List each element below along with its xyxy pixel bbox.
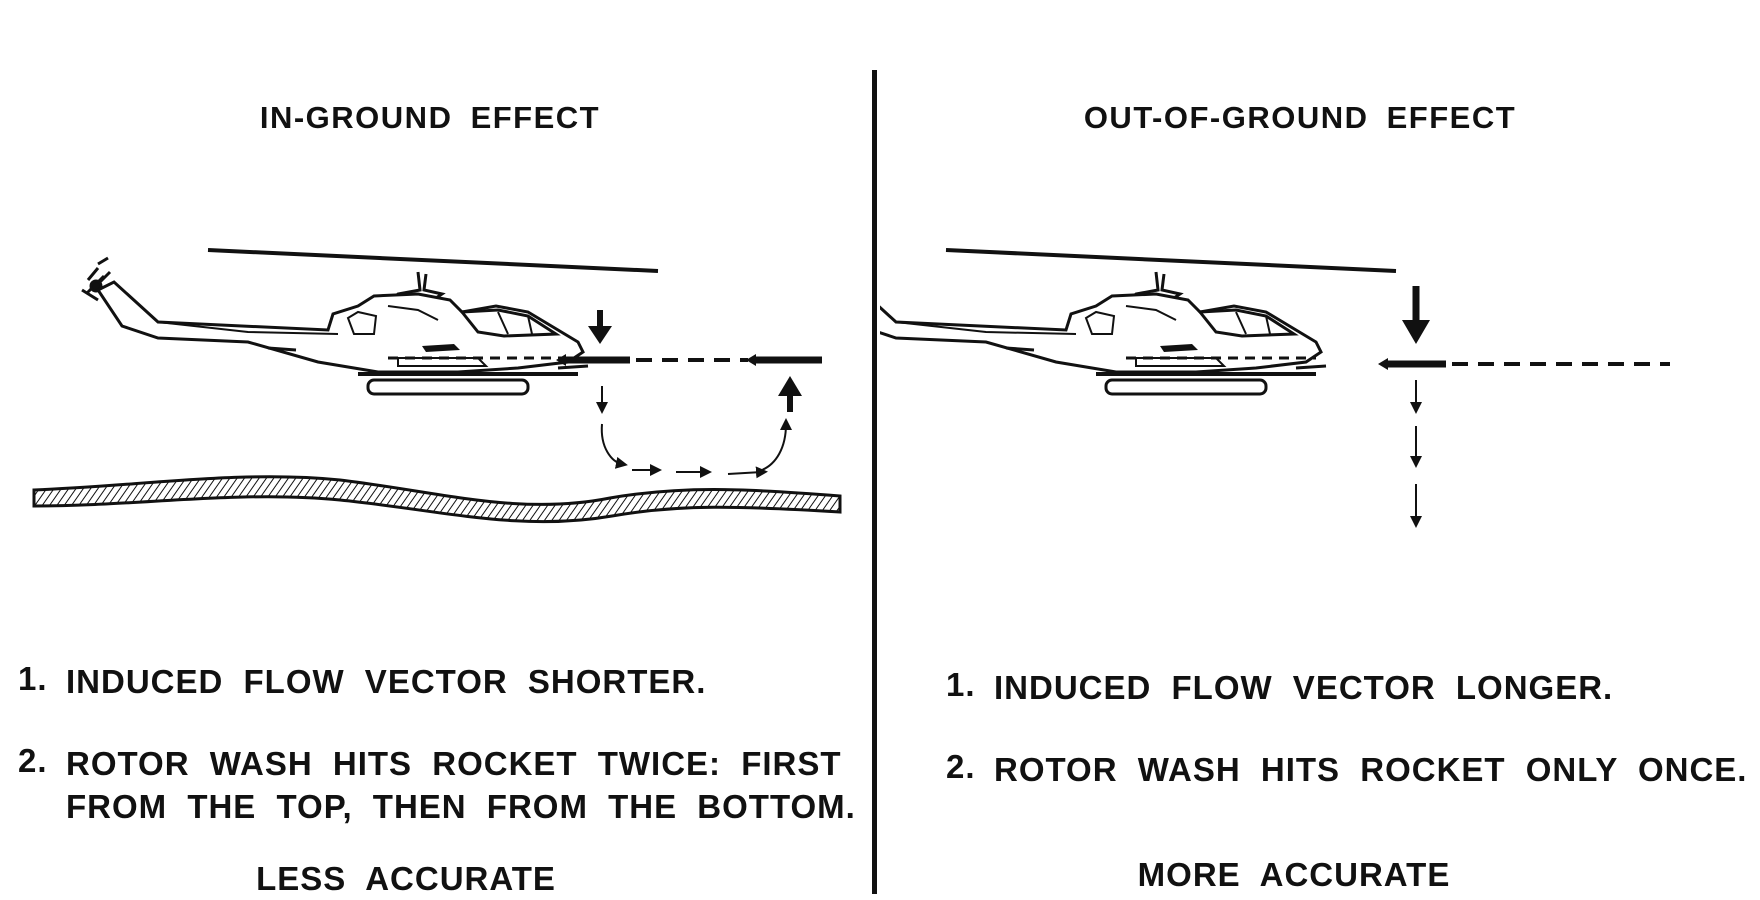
rotor-wash-arrow-icon (778, 376, 802, 412)
rocket-icon (556, 354, 630, 366)
list-item: 1. INDUCED FLOW VECTOR SHORTER. (18, 660, 707, 700)
helicopter-icon (880, 248, 1398, 396)
rotor-wash-arrow-icon (588, 310, 612, 344)
out-of-ground-effect-panel: OUT-OF-GROUND EFFECT 1. INDUCED FLOW VEC… (880, 0, 1760, 900)
rocket-icon (1378, 358, 1446, 370)
out-of-ground-effect-illustration (880, 248, 1670, 528)
list-item: 2. ROTOR WASH HITS ROCKET ONLY ONCE. (946, 748, 1748, 788)
in-ground-effect-panel: IN-GROUND EFFECT (0, 0, 872, 900)
list-item: 2. ROTOR WASH HITS ROCKET TWICE: FIRST F… (18, 742, 856, 825)
induced-flow-path (596, 386, 792, 479)
panel-title: IN-GROUND EFFECT (259, 100, 601, 135)
in-ground-effect-illustration (32, 248, 842, 524)
ground-terrain (32, 475, 842, 524)
list-item: 1. INDUCED FLOW VECTOR LONGER. (946, 666, 1614, 706)
rotor-wash-arrow-icon (1402, 286, 1430, 344)
rocket-icon (746, 354, 822, 366)
panel-divider (872, 70, 877, 894)
accuracy-verdict: LESS ACCURATE (256, 860, 556, 897)
panel-title: OUT-OF-GROUND EFFECT (1083, 100, 1517, 135)
accuracy-verdict: MORE ACCURATE (1137, 856, 1451, 893)
helicopter-icon (80, 248, 660, 396)
